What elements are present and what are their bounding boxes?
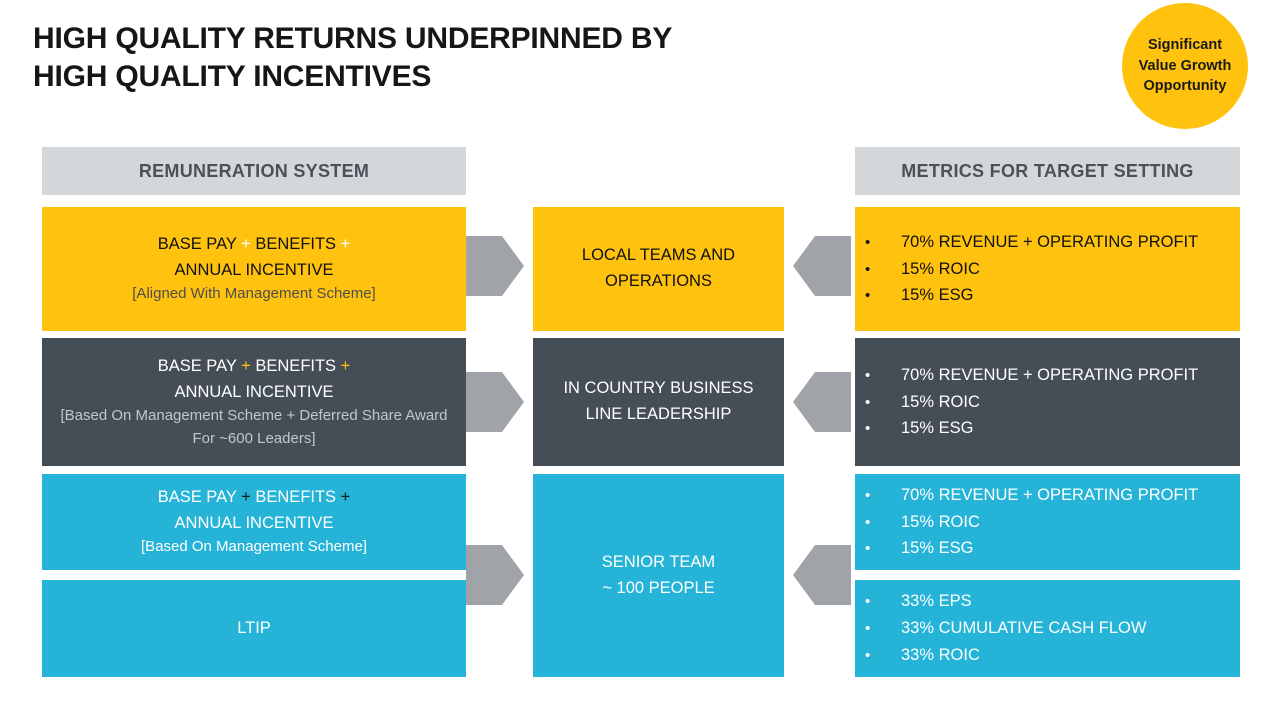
base-pay-text: BASE PAY (157, 356, 242, 375)
arrow-left-icon (793, 236, 851, 296)
remuneration-yellow-note: [Aligned With Management Scheme] (132, 285, 376, 303)
badge-line-1: Significant (1147, 37, 1223, 54)
metric-label: 15% ROIC (901, 512, 980, 531)
metric-row: • 70% REVENUE + OPERATING PROFIT (865, 362, 1198, 389)
column-header-remuneration-label: REMUNERATION SYSTEM (138, 160, 370, 181)
metric-label: 33% ROIC (901, 645, 980, 664)
remuneration-box-senior-team-annual: BASE PAY + BENEFITS + ANNUAL INCENTIVE [… (42, 474, 466, 570)
arrow-right-icon (466, 236, 524, 296)
bullet-icon: • (865, 540, 871, 558)
remuneration-slate-note: [Based On Management Scheme + Deferred S… (60, 407, 448, 447)
column-header-metrics-for-target-setting: METRICS FOR TARGET SETTING (855, 147, 1240, 195)
audience-box-senior-team: SENIOR TEAM ~ 100 PEOPLE (533, 474, 784, 677)
base-pay-text: BASE PAY (157, 488, 242, 507)
arrow-left-icon (793, 372, 851, 432)
ltip-label: LTIP (237, 618, 271, 637)
arrow-right-icon (466, 372, 524, 432)
arrow-right-icon (466, 545, 524, 605)
metrics-box-senior-team-annual: • 70% REVENUE + OPERATING PROFIT • 15% ROI… (855, 474, 1240, 570)
metric-row: • 70% REVENUE + OPERATING PROFIT (865, 482, 1198, 509)
benefits-text: BENEFITS (250, 235, 341, 254)
bullet-icon: • (865, 486, 871, 504)
metric-label: 15% ESG (901, 539, 974, 558)
page-title-line-2: HIGH QUALITY INCENTIVES (33, 60, 432, 94)
metric-row: • 15% ESG (865, 282, 973, 309)
benefits-text: BENEFITS (250, 488, 341, 507)
metric-row: • 15% ROIC (865, 509, 980, 536)
audience-cyan-line-1: SENIOR TEAM (601, 552, 716, 571)
plus-sign-1: + (241, 488, 251, 507)
metric-row: • 33% EPS (865, 588, 972, 615)
audience-yellow-line-1: LOCAL TEAMS AND (581, 246, 736, 265)
audience-yellow-line-2: OPERATIONS (605, 272, 712, 290)
metric-row: • 15% ROIC (865, 256, 980, 283)
metric-row: • 15% ROIC (865, 389, 980, 416)
bullet-icon: • (865, 620, 871, 638)
metric-label: 15% ROIC (901, 392, 980, 411)
remuneration-box-ltip: LTIP (42, 580, 466, 677)
badge-line-2: Value Growth (1138, 57, 1232, 74)
metric-row: • 70% REVENUE + OPERATING PROFIT (865, 229, 1198, 256)
bullet-icon: • (865, 646, 871, 664)
column-header-metrics-label: METRICS FOR TARGET SETTING (901, 160, 1194, 181)
audience-cyan-line-2: ~ 100 PEOPLE (602, 578, 715, 597)
metric-label: 33% EPS (901, 592, 972, 611)
metrics-box-ltip: • 33% EPS • 33% CUMULATIVE CASH FLOW • 33% … (855, 580, 1240, 677)
metric-row: • 15% ESG (865, 535, 973, 562)
remuneration-slate-line-1: BASE PAY + BENEFITS + (158, 354, 351, 380)
bullet-icon: • (865, 287, 871, 305)
remuneration-box-local-teams: BASE PAY + BENEFITS + ANNUAL INCENTIVE [… (42, 207, 466, 331)
base-pay-text: BASE PAY (157, 235, 242, 254)
plus-sign-1: + (241, 356, 251, 375)
remuneration-cyan-line-2: ANNUAL INCENTIVE (174, 513, 334, 532)
remuneration-yellow-line-1: BASE PAY + BENEFITS + (158, 232, 351, 258)
page-title: HIGH QUALITY RETURNS UNDERPINNED BY HIGH… (33, 20, 733, 97)
metric-label: 70% REVENUE + OPERATING PROFIT (901, 232, 1199, 251)
metric-label: 70% REVENUE + OPERATING PROFIT (901, 365, 1199, 384)
value-growth-badge: Significant Value Growth Opportunity (1122, 3, 1248, 129)
bullet-icon: • (865, 420, 871, 438)
benefits-text: BENEFITS (250, 356, 341, 375)
metric-label: 70% REVENUE + OPERATING PROFIT (901, 485, 1199, 504)
remuneration-box-in-country-leadership: BASE PAY + BENEFITS + ANNUAL INCENTIVE [… (42, 338, 466, 466)
bullet-icon: • (865, 366, 871, 384)
audience-box-local-teams-and-operations: LOCAL TEAMS AND OPERATIONS (533, 207, 784, 331)
bullet-icon: • (865, 233, 871, 251)
metrics-box-local-teams: • 70% REVENUE + OPERATING PROFIT • 15% ROI… (855, 207, 1240, 331)
metrics-box-in-country-leadership: • 70% REVENUE + OPERATING PROFIT • 15% ROI… (855, 338, 1240, 466)
metric-row: • 15% ESG (865, 415, 973, 442)
metric-label: 15% ESG (901, 286, 974, 305)
bullet-icon: • (865, 393, 871, 411)
bullet-icon: • (865, 593, 871, 611)
column-header-remuneration-system: REMUNERATION SYSTEM (42, 147, 466, 195)
metric-row: • 33% ROIC (865, 642, 980, 669)
plus-sign-2: + (340, 488, 351, 507)
audience-box-in-country-business-line-leadership: IN COUNTRY BUSINESS LINE LEADERSHIP (533, 338, 784, 466)
badge-line-3: Opportunity (1143, 78, 1227, 95)
remuneration-cyan-note: [Based On Management Scheme] (141, 538, 367, 556)
metric-label: 15% ESG (901, 419, 974, 438)
plus-sign-1: + (241, 235, 251, 254)
audience-slate-line-1: IN COUNTRY BUSINESS (563, 379, 754, 398)
plus-sign-2: + (340, 356, 351, 375)
page-title-line-1: HIGH QUALITY RETURNS UNDERPINNED BY (33, 22, 673, 55)
remuneration-cyan-line-1: BASE PAY + BENEFITS + (158, 485, 351, 511)
plus-sign-2: + (340, 235, 351, 254)
bullet-icon: • (865, 513, 871, 531)
audience-slate-line-2: LINE LEADERSHIP (585, 405, 732, 423)
bullet-icon: • (865, 260, 871, 278)
metric-label: 33% CUMULATIVE CASH FLOW (901, 619, 1147, 638)
metric-label: 15% ROIC (901, 259, 980, 278)
remuneration-yellow-line-2: ANNUAL INCENTIVE (174, 260, 334, 279)
remuneration-slate-line-2: ANNUAL INCENTIVE (174, 382, 334, 401)
arrow-left-icon (793, 545, 851, 605)
metric-row: • 33% CUMULATIVE CASH FLOW (865, 615, 1146, 642)
